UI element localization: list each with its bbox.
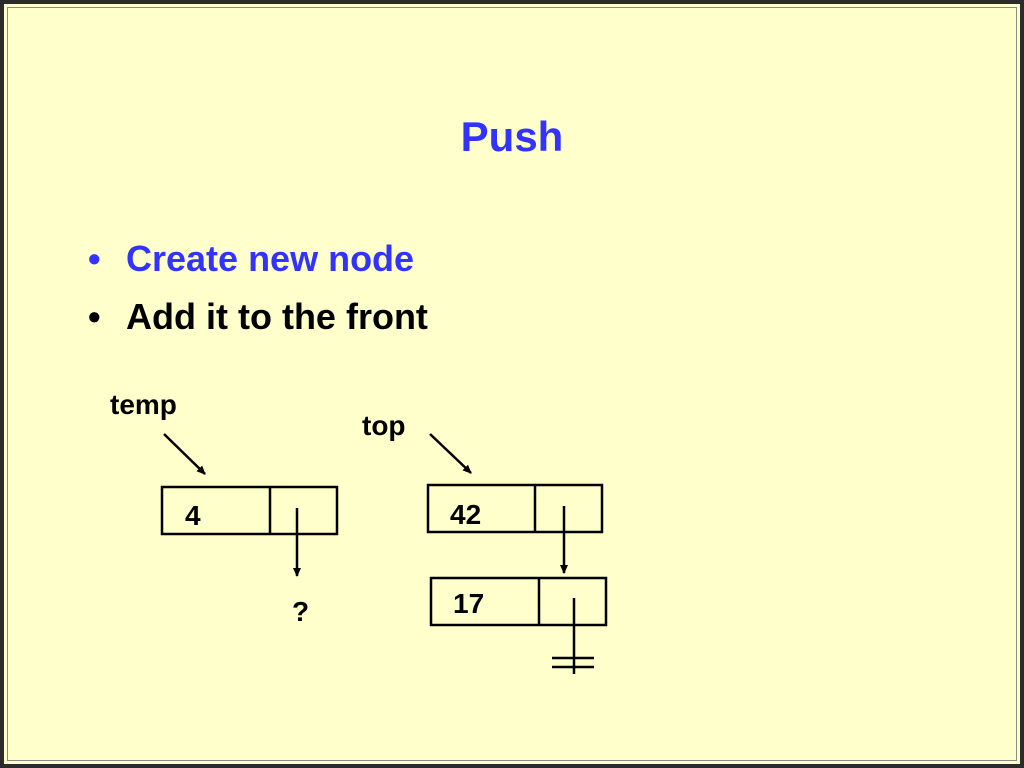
top-pointer-arrow xyxy=(429,433,472,474)
bullet-dot-icon: • xyxy=(88,238,101,279)
null-ground-icon xyxy=(552,598,594,674)
top-node-value: 42 xyxy=(450,499,481,530)
top-label: top xyxy=(362,410,406,441)
bullet-text: Create new node xyxy=(126,238,415,279)
bullet-list: • Create new node • Add it to the front xyxy=(88,230,428,346)
bullet-text: Add it to the front xyxy=(126,296,428,337)
temp-node-value: 4 xyxy=(185,500,201,531)
slide-title: Push xyxy=(460,113,564,160)
bullet-item-add-front: • Add it to the front xyxy=(88,288,428,346)
temp-node-box xyxy=(160,485,339,536)
temp-label: temp xyxy=(110,389,177,420)
second-node-value: 17 xyxy=(453,588,484,619)
bullet-item-create-node: • Create new node xyxy=(88,230,428,288)
bullet-dot-icon: • xyxy=(88,296,101,337)
second-node-box xyxy=(429,576,608,627)
temp-pointer-arrow xyxy=(163,433,206,475)
unknown-pointer-label: ? xyxy=(292,596,309,627)
second-node: 17 xyxy=(429,576,608,627)
top-node: 42 xyxy=(426,483,604,534)
top-node-box xyxy=(426,483,604,534)
temp-node: 4 xyxy=(160,485,339,536)
